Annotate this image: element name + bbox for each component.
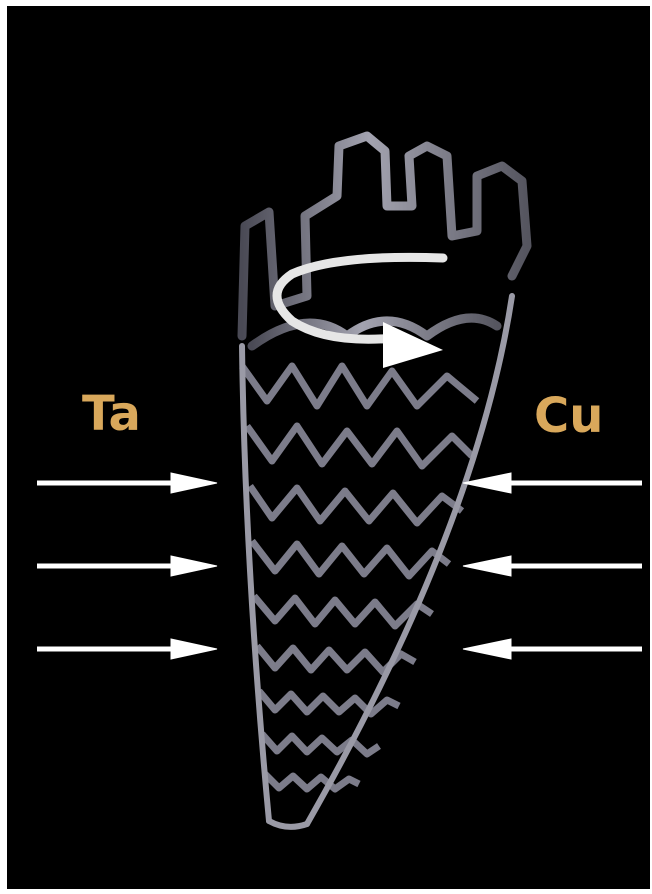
arrow-right-icon [37, 473, 217, 493]
copper-label: Cu [534, 392, 603, 440]
tantalum-label: Ta [82, 390, 141, 438]
arrow-left-icon [463, 473, 642, 493]
arrow-left-icon [463, 639, 642, 659]
stent-illustration [7, 6, 650, 889]
left-deposition-arrows [37, 473, 217, 659]
diagram-canvas: Ta Cu [7, 6, 650, 889]
right-deposition-arrows [463, 473, 642, 659]
arrow-left-icon [463, 556, 642, 576]
rotation-arrow [277, 257, 443, 368]
arrow-right-icon [37, 556, 217, 576]
arrow-right-icon [37, 639, 217, 659]
